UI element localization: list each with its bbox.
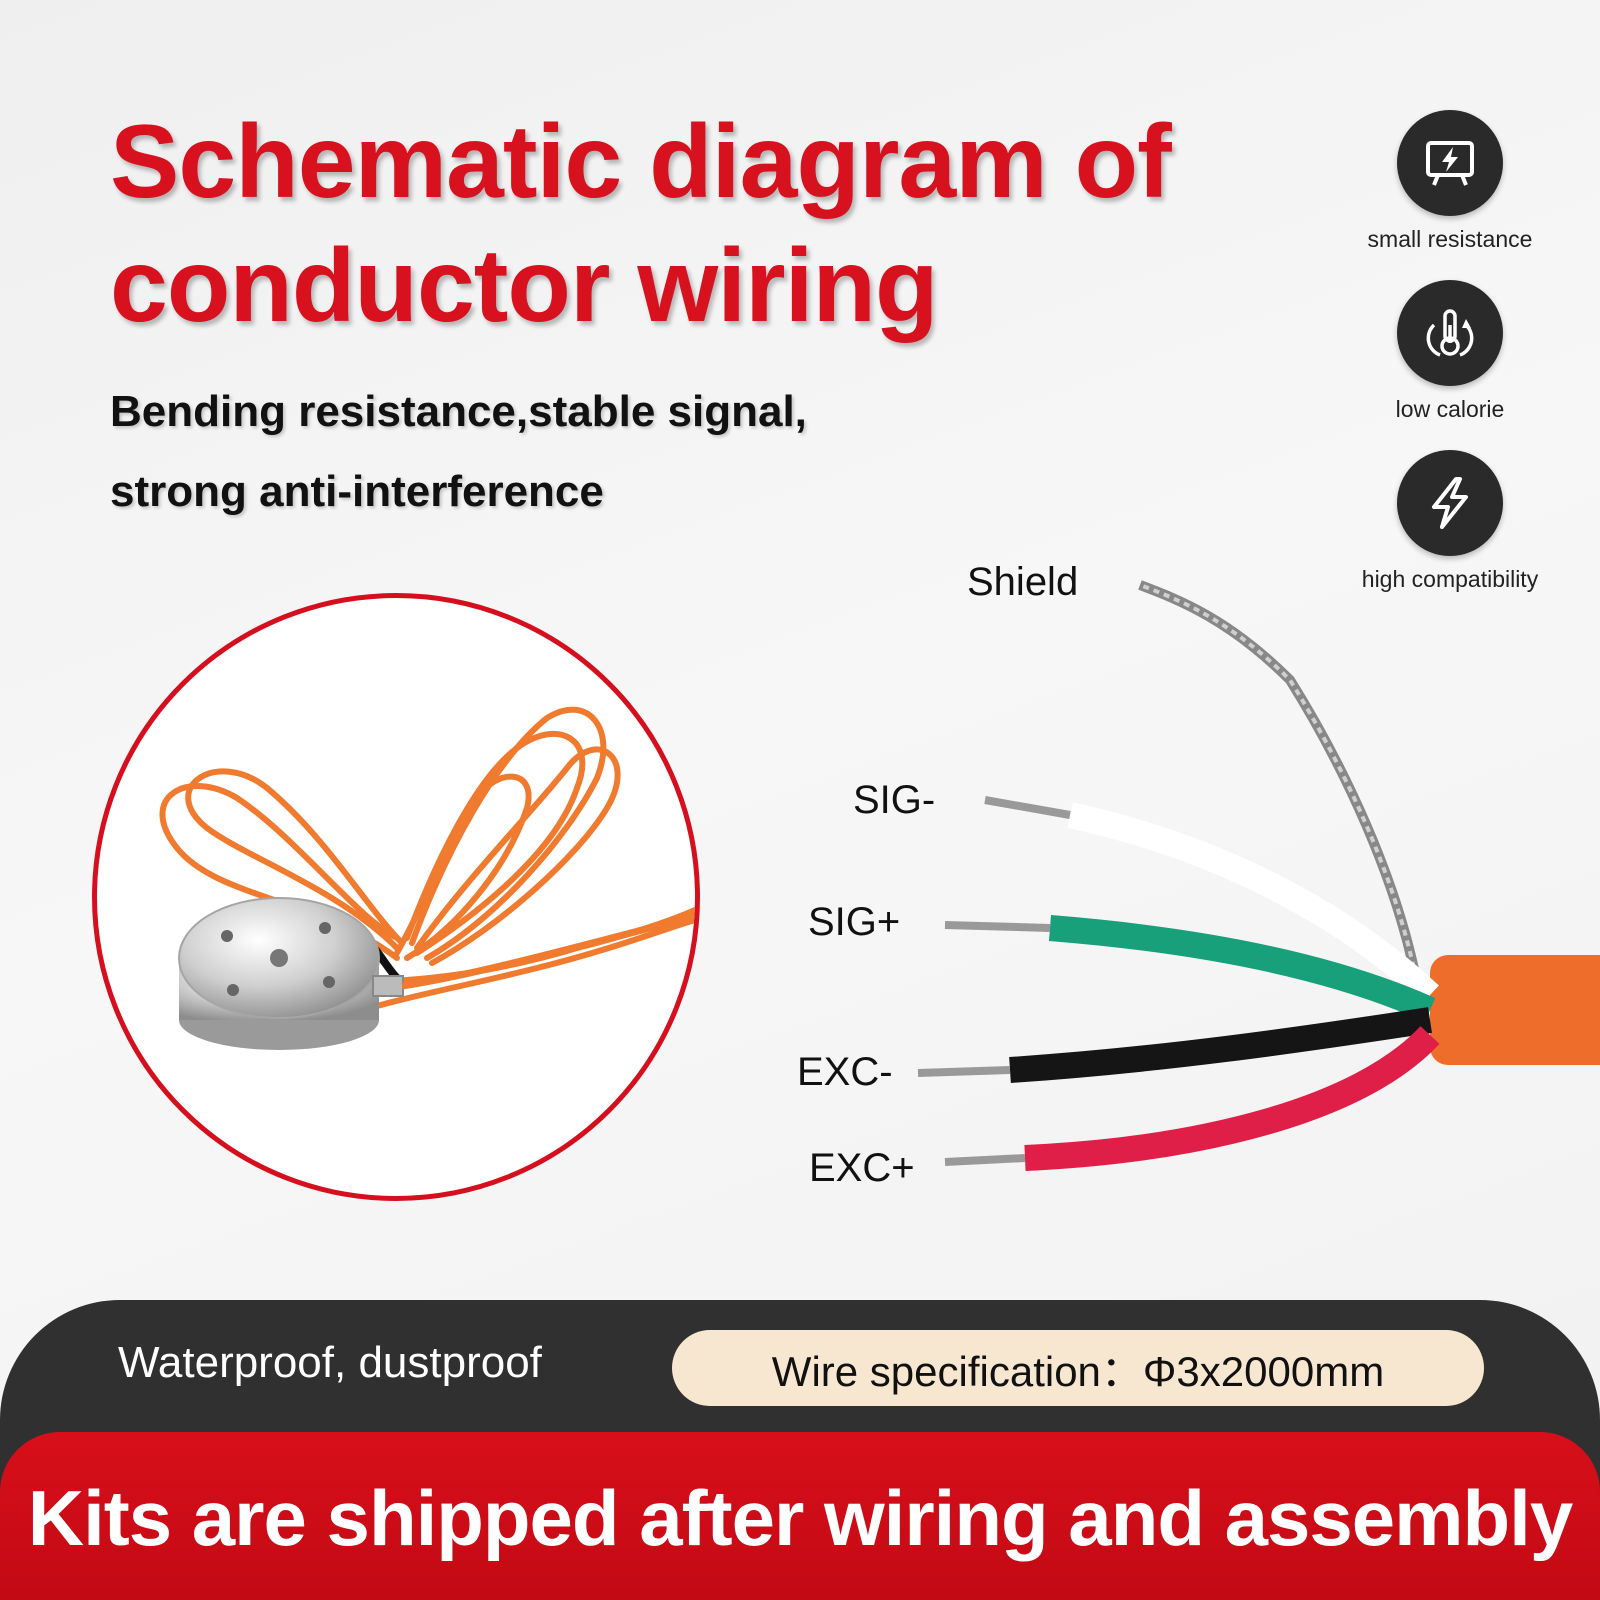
load-cell-illustration: [159, 706, 695, 1050]
footer-band: [0, 1432, 1600, 1600]
feature-high-compatibility: high compatibility: [1340, 450, 1560, 620]
footer-text: Kits are shipped after wiring and assemb…: [27, 1474, 1573, 1562]
wire-label-sig-minus: SIG-: [853, 778, 936, 822]
title-line-2: conductor wiring: [110, 228, 939, 344]
sig-plus-strand: [944, 921, 1051, 932]
feature-small-resistance: small resistance: [1340, 110, 1560, 280]
product-photo: [92, 593, 700, 1201]
feature-label: low calorie: [1395, 396, 1505, 422]
subtitle: Bending resistance,stable signal, strong…: [110, 372, 807, 532]
monitor-lightning-icon: [1397, 110, 1503, 216]
page-title: Schematic diagram of conductor wiring: [110, 100, 1172, 348]
wire-label-shield: Shield: [967, 560, 1079, 604]
wire-diagram: [917, 580, 1600, 1171]
wire-label-exc-minus: EXC-: [797, 1050, 893, 1094]
waterproof-text: Waterproof, dustproof: [118, 1338, 542, 1387]
feature-low-calorie: low calorie: [1340, 280, 1560, 450]
feature-list: small resistance low calorie high compat…: [1340, 110, 1560, 620]
exc-plus-wire: [1024, 1025, 1440, 1171]
feature-label: small resistance: [1367, 226, 1533, 252]
subtitle-line-1: Bending resistance,stable signal,: [110, 387, 807, 436]
cable-sheath: [1430, 955, 1600, 1065]
thermometer-icon: [1397, 280, 1503, 386]
exc-minus-strand: [917, 1066, 1011, 1077]
exc-minus-wire: [1009, 1007, 1432, 1083]
lightning-bolt-icon: [1397, 450, 1503, 556]
wire-spec-text: Wire specification：Φ3x2000mm: [771, 1347, 1385, 1395]
wire-spec-pill: Wire specification：Φ3x2000mm: [672, 1330, 1484, 1406]
exc-plus-strand: [944, 1154, 1026, 1166]
sig-plus-wire: [1048, 915, 1436, 1022]
wire-label-exc-plus: EXC+: [809, 1146, 915, 1190]
feature-label: high compatibility: [1361, 566, 1539, 592]
title-line-1: Schematic diagram of: [110, 104, 1172, 220]
sig-minus-wire: [1067, 802, 1439, 1005]
subtitle-line-2: strong anti-interference: [110, 467, 604, 516]
sig-minus-strand: [984, 796, 1071, 819]
wire-label-sig-plus: SIG+: [808, 900, 901, 944]
